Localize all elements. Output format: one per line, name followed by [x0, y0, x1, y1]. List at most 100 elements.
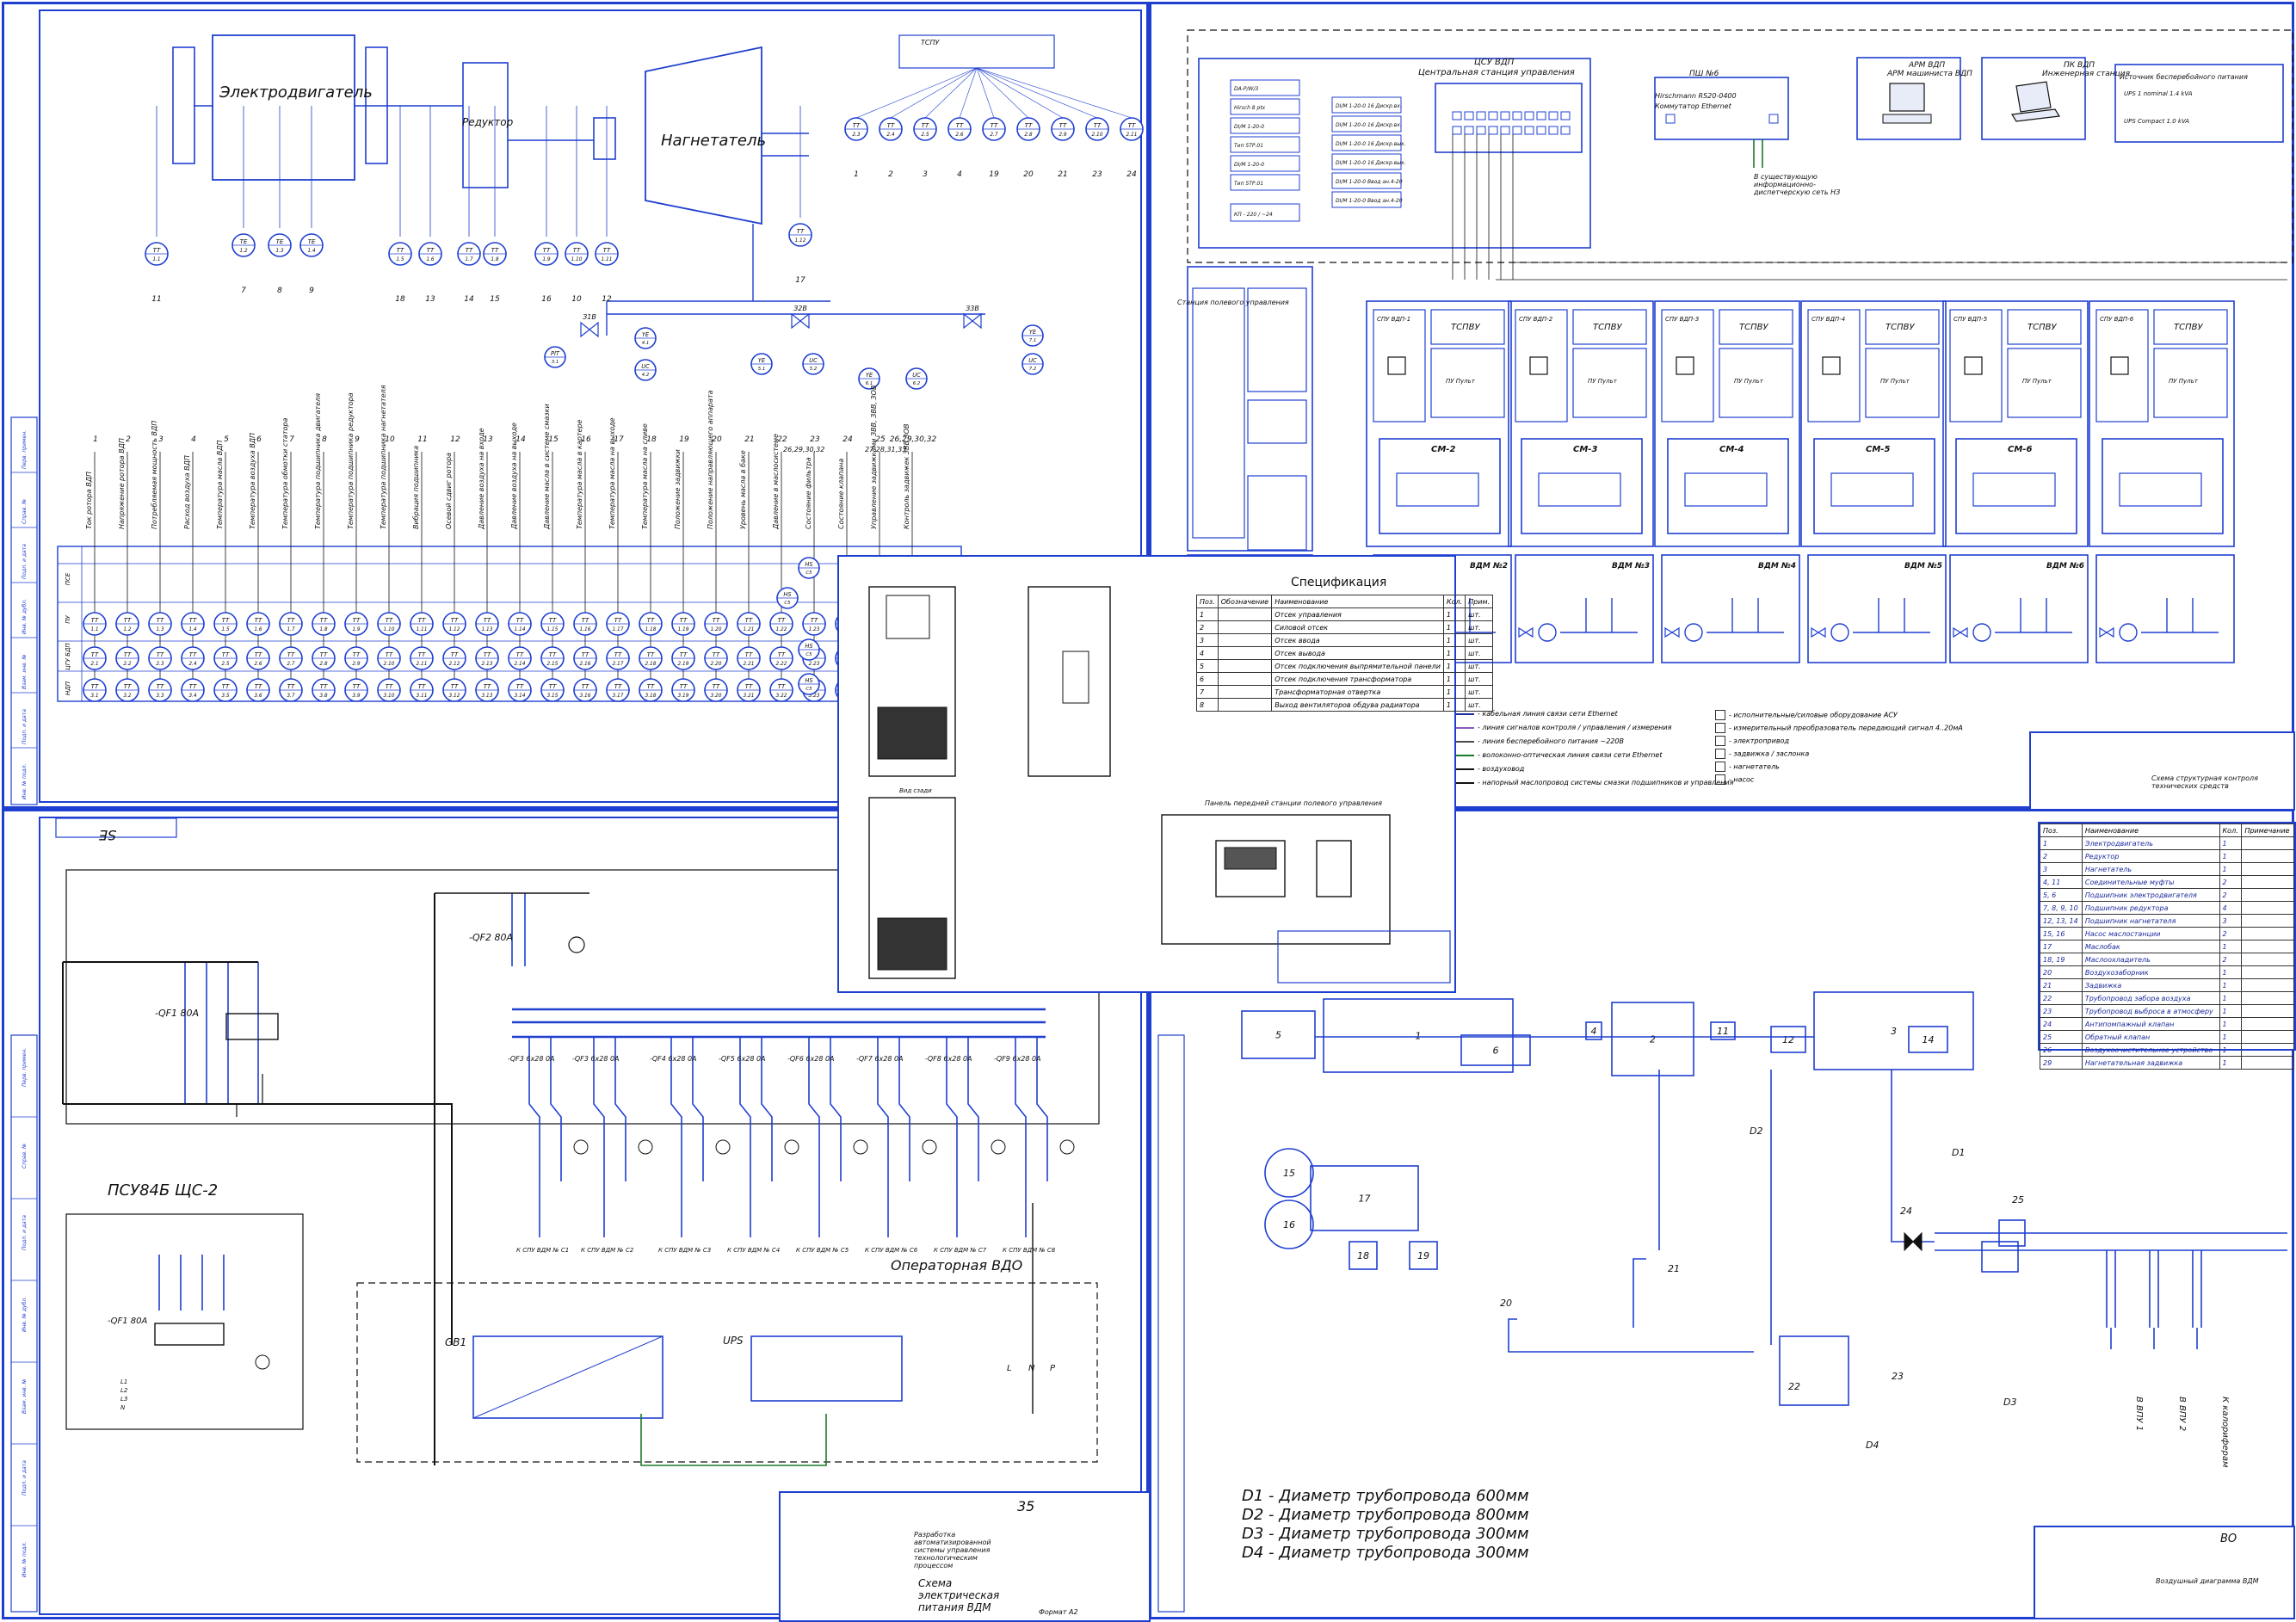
- spec-cell: Отсек подключения выпрямительной панели: [1271, 659, 1444, 673]
- gauge-num: 1.10: [571, 257, 582, 262]
- valve-icon: [2099, 626, 2114, 638]
- gauge-number: 1: [854, 170, 859, 179]
- ground-icon: [853, 1139, 868, 1155]
- gauge-num: C5: [805, 570, 812, 576]
- gauge-tag: TT: [516, 651, 524, 658]
- cm-box: [1379, 438, 1501, 534]
- gauge-top-lead: [976, 67, 1064, 119]
- tpvu-label: ТСПВУ: [1886, 323, 1915, 332]
- gauge-tag: TT: [157, 651, 164, 658]
- io-module: [1331, 153, 1402, 170]
- gauge-tag: TT: [451, 616, 459, 624]
- gauge-num: 2.1: [90, 662, 98, 667]
- field-station-tpvu: [1247, 287, 1307, 392]
- gauge-number: 10: [571, 295, 582, 304]
- equipment-box: [1460, 1034, 1531, 1066]
- equipment-number: 14: [1923, 1034, 1935, 1045]
- io-module-label: DI/M 1-20-0: [1234, 162, 1264, 168]
- fan-icon: [1684, 623, 1703, 642]
- gauge-num: C5: [784, 601, 791, 606]
- gauge-number: 14: [464, 295, 474, 304]
- gauge-num: 3.14: [514, 694, 525, 699]
- parts-cell: Нагнетательная задвижка: [2081, 1056, 2220, 1070]
- side-stamp-br: [1157, 1034, 1185, 1613]
- column-number: 6: [256, 435, 262, 444]
- column-number: 26,29,30,32: [783, 446, 824, 453]
- field-station: [1508, 300, 1654, 547]
- legend-item: - нагнетатель: [1715, 762, 1780, 772]
- gauge-tag: TT: [549, 616, 557, 624]
- junction-label: 23: [1892, 1371, 1904, 1382]
- title-block-text: Схема структурная контроля технических с…: [2151, 774, 2258, 790]
- column-text: Температура обмотки статора: [281, 418, 289, 529]
- column-text: Ток ротора ВДП: [85, 472, 93, 529]
- diameter-note: D1 - Диаметр трубопровода 600мм: [1242, 1487, 1529, 1505]
- gauge-number: 23: [1092, 170, 1102, 179]
- switch-port: [1665, 114, 1676, 124]
- pu-label: ПУ Пульт: [2022, 378, 2052, 385]
- gauge-num: 2.20: [710, 662, 721, 667]
- cpu-port: [1464, 126, 1474, 135]
- column-number: 7: [289, 435, 294, 444]
- tpvu-label: ТСПВУ: [2028, 323, 2057, 332]
- parts-cell: Подшипник электродвигателя: [2081, 888, 2220, 902]
- gauge-tag: TT: [549, 682, 557, 690]
- equipment-box: [1908, 1026, 1948, 1053]
- vdm-box: [1661, 554, 1800, 663]
- valve: [580, 321, 599, 338]
- gauge-tag: TT: [222, 616, 230, 624]
- gauge-tag: YE: [866, 372, 873, 379]
- parts-cell: Антипомпажный клапан: [2081, 1017, 2220, 1031]
- gauge-num: 1.4: [188, 627, 197, 632]
- column-text: Температура масла ВДП: [216, 440, 224, 529]
- io-module: [1331, 134, 1402, 151]
- valve: [791, 312, 810, 330]
- title-block-structure: Схема структурная контроля технических с…: [2029, 731, 2295, 811]
- column-text: Температура масла на сливе: [641, 423, 649, 529]
- gauge-tag: TE: [276, 237, 284, 245]
- breaker-label: -QF7 6x28 0A: [856, 1055, 904, 1063]
- gauge-top-lead: [976, 67, 995, 119]
- gauge-tag: TT: [484, 616, 491, 624]
- gauge-num: 3.10: [383, 694, 394, 699]
- discharge-pipe: [1935, 1232, 2287, 1251]
- parts-header-cell: Наименование: [2081, 823, 2220, 837]
- gauge-num: 5.1: [758, 367, 766, 372]
- coupling-blower: [593, 117, 616, 160]
- gauge-num: 2.22: [775, 662, 787, 667]
- gauge-tag: TT: [713, 682, 720, 690]
- view-label: Вид сзади: [899, 787, 932, 794]
- gauge-tag: YE: [642, 331, 650, 338]
- gauge-tag: TT: [887, 121, 895, 129]
- column-text: Температура подшипника редуктора: [347, 392, 355, 529]
- switch-top-label: ПШ №6: [1689, 70, 1719, 78]
- spec-cell: [1217, 620, 1273, 634]
- gauge-tag: TT: [427, 246, 435, 254]
- column-text: Давление воздуха на выходе: [510, 422, 518, 530]
- gauge-tag: TT: [484, 651, 491, 658]
- spec-cell: [1217, 646, 1273, 660]
- station-cabinet: [1373, 309, 1426, 422]
- side-stamp-text: Взам. инв. №: [22, 1378, 28, 1414]
- tpvu-label: ТСПВУ: [1739, 323, 1768, 332]
- gauge-tag: TE: [308, 237, 316, 245]
- cabinet-window: [886, 595, 930, 639]
- spec-cell: 3: [1196, 633, 1219, 647]
- station-pu: [1572, 348, 1647, 418]
- gauge-num: 1.8: [491, 257, 499, 262]
- gauge-tag: TT: [157, 616, 164, 624]
- breaker-label: -QF9 6x28 0A: [994, 1055, 1041, 1063]
- spec-title: Спецификация: [1291, 576, 1387, 589]
- parts-cell: 12, 13, 14: [2040, 914, 2083, 928]
- feeder-label: К СПУ ВДМ № С3: [658, 1247, 711, 1254]
- gauge-num: 2.3: [156, 662, 164, 667]
- gauge-tag: TT: [745, 651, 753, 658]
- cpu-port: [1512, 111, 1522, 120]
- station-pu: [1865, 348, 1940, 418]
- terminal-label: L3: [120, 1396, 127, 1403]
